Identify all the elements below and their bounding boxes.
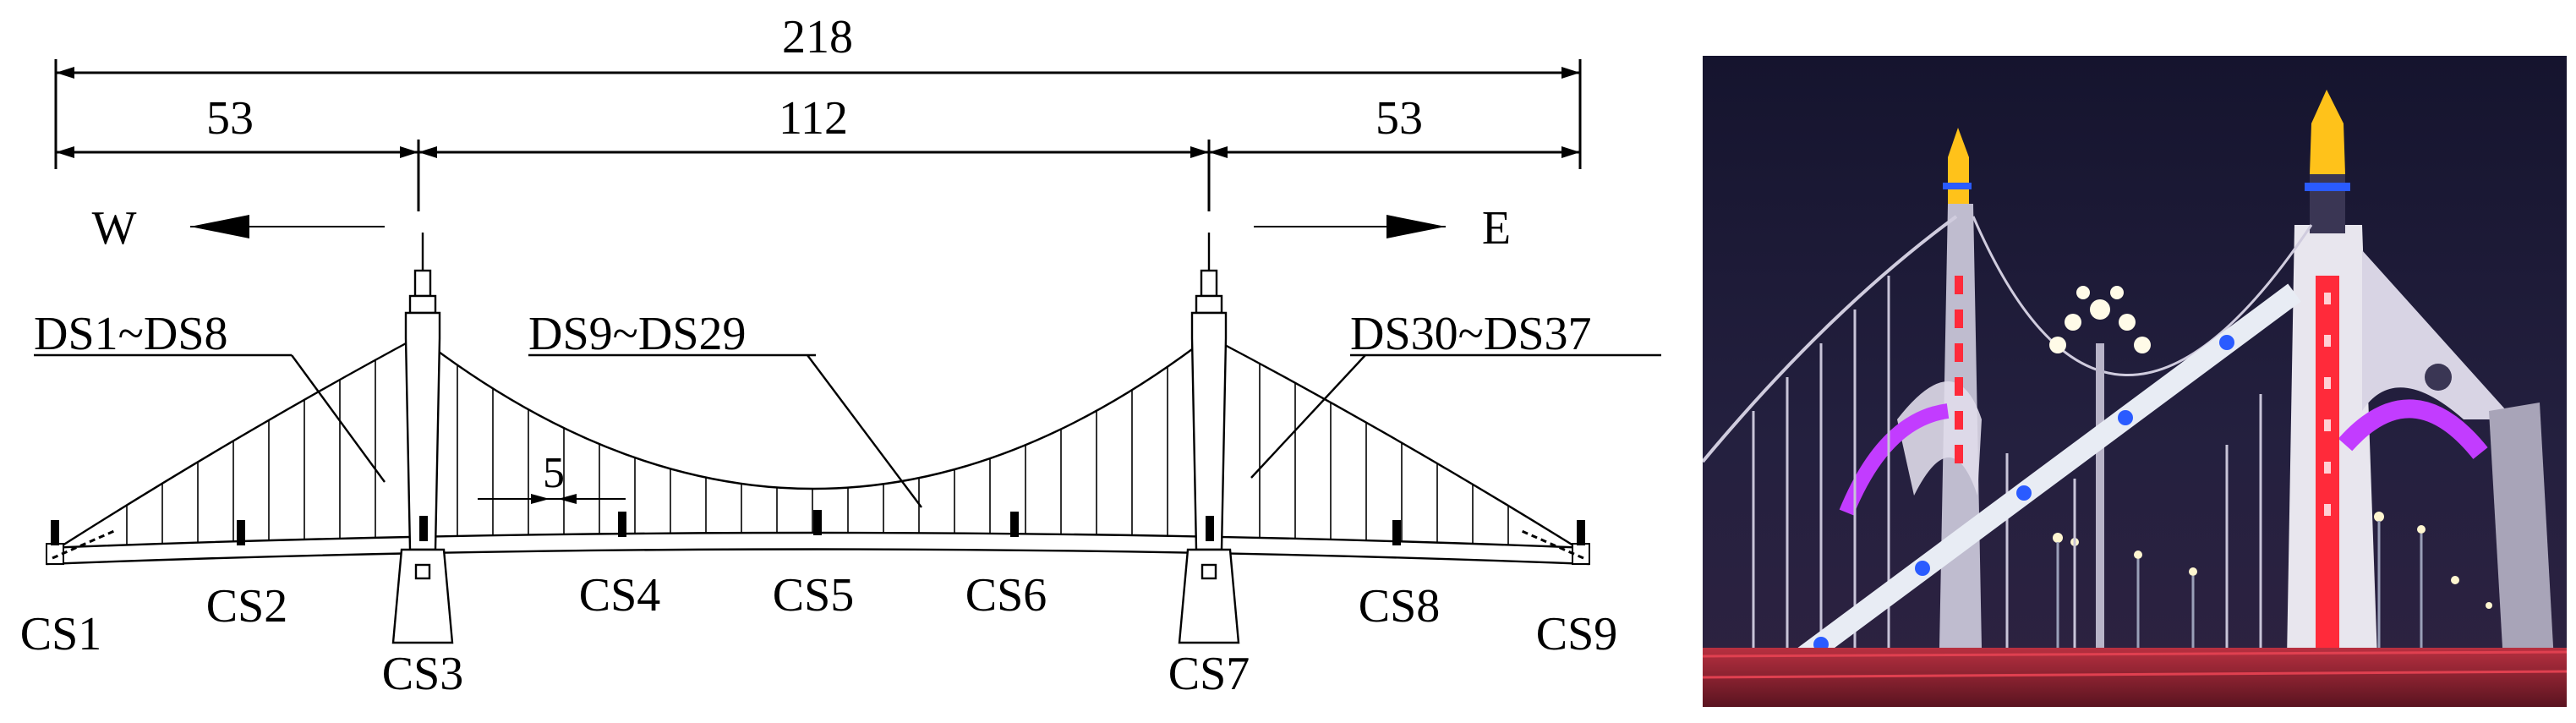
hanger-group-main-label: DS9~DS29: [528, 308, 746, 360]
hanger-group-right-label: DS30~DS37: [1350, 308, 1591, 360]
direction-west-arrowhead: [190, 215, 249, 238]
dim-main-span-label: 112: [779, 92, 848, 145]
marker-cs7: [1206, 516, 1214, 541]
marker-cs4: [618, 512, 626, 537]
section-label-cs7: CS7: [1168, 648, 1250, 700]
hangers: [126, 359, 1509, 545]
direction-east-label: E: [1482, 202, 1511, 255]
hanger-group-left-label: DS1~DS8: [34, 308, 227, 360]
section-label-cs4: CS4: [579, 569, 661, 622]
photo-main-cable: [1972, 216, 2313, 376]
photo-railing: [1703, 650, 2567, 679]
marker-cs2: [237, 520, 245, 545]
direction-east-arrowhead: [1386, 215, 1446, 238]
east-anchorage: [1521, 529, 1590, 565]
photo-right-pylon: [2286, 90, 2557, 707]
marker-cs5: [813, 510, 822, 535]
section-label-cs1: CS1: [20, 608, 102, 660]
section-label-cs6: CS6: [965, 569, 1047, 622]
section-label-cs2: CS2: [206, 580, 288, 633]
direction-west-label: W: [92, 202, 137, 255]
marker-cs8: [1392, 520, 1401, 545]
photo-deck: [1703, 648, 2567, 707]
marker-cs9: [1577, 520, 1585, 545]
dim-total-label: 218: [782, 11, 853, 63]
dim-right-span-label: 53: [1376, 92, 1423, 145]
photo-near-cable: [1730, 283, 2301, 707]
bridge-elevation-drawing: 218 53 112 53 W E: [20, 11, 1661, 700]
section-label-cs3: CS3: [382, 648, 464, 700]
hanger-group-left-leader: [291, 354, 386, 483]
dimension-arrows: [56, 67, 1580, 158]
section-label-cs9: CS9: [1536, 608, 1618, 660]
bridge-deck: [46, 531, 1590, 566]
hanger-group-right-leader: [1250, 354, 1366, 479]
dim-left-span-label: 53: [206, 92, 254, 145]
hanger-spacing-label: 5: [543, 449, 565, 497]
marker-cs3: [419, 516, 428, 541]
left-pylon: [391, 233, 454, 644]
section-label-cs5: CS5: [773, 569, 855, 622]
marker-cs1: [51, 520, 59, 545]
dimension-lines: [54, 59, 1582, 211]
main-cable: [55, 335, 1581, 551]
section-markers: [51, 510, 1585, 545]
photo-lamp-post: [2049, 286, 2151, 648]
section-label-cs8: CS8: [1359, 580, 1441, 633]
photo-hangers: [1752, 276, 2262, 648]
bridge-night-photo: [1703, 56, 2567, 707]
photo-back-cable: [1703, 215, 1958, 463]
marker-cs6: [1010, 512, 1019, 537]
distant-lamps: [2053, 512, 2492, 609]
hanger-group-main-leader: [807, 354, 922, 508]
west-anchorage: [46, 529, 115, 565]
right-pylon: [1178, 233, 1240, 644]
hanger-spacing-dimension: [478, 494, 626, 504]
